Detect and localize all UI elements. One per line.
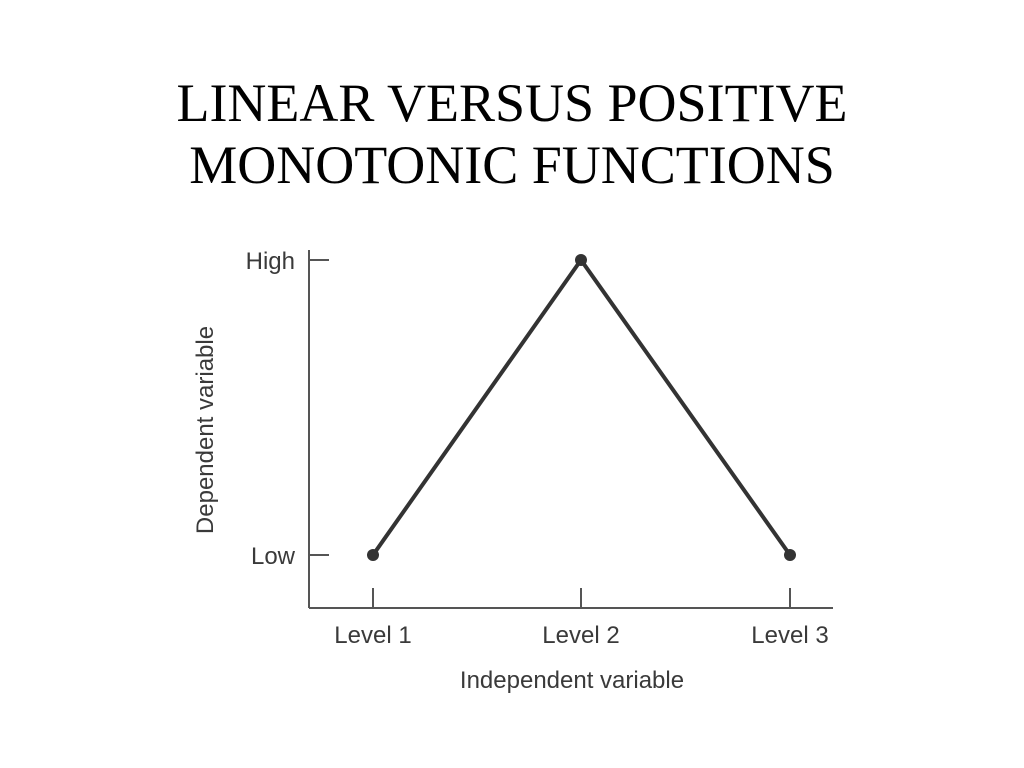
x-tick-label: Level 1 [334, 622, 411, 649]
title-line-2: MONOTONIC FUNCTIONS [189, 135, 835, 195]
x-tick-label: Level 3 [751, 622, 828, 649]
y-axis-title: Dependent variable [192, 326, 219, 534]
slide-title: LINEAR VERSUS POSITIVE MONOTONIC FUNCTIO… [0, 72, 1024, 196]
series-line [371, 256, 792, 557]
chart-axes [308, 250, 833, 609]
chart-series [367, 254, 796, 561]
y-tick-label: High [246, 248, 295, 275]
data-point [367, 549, 379, 561]
x-axis-title: Independent variable [460, 667, 684, 694]
x-tick-label: Level 2 [542, 622, 619, 649]
data-point [784, 549, 796, 561]
y-tick-label: Low [251, 543, 296, 570]
data-point [575, 254, 587, 266]
title-line-1: LINEAR VERSUS POSITIVE [176, 73, 848, 133]
